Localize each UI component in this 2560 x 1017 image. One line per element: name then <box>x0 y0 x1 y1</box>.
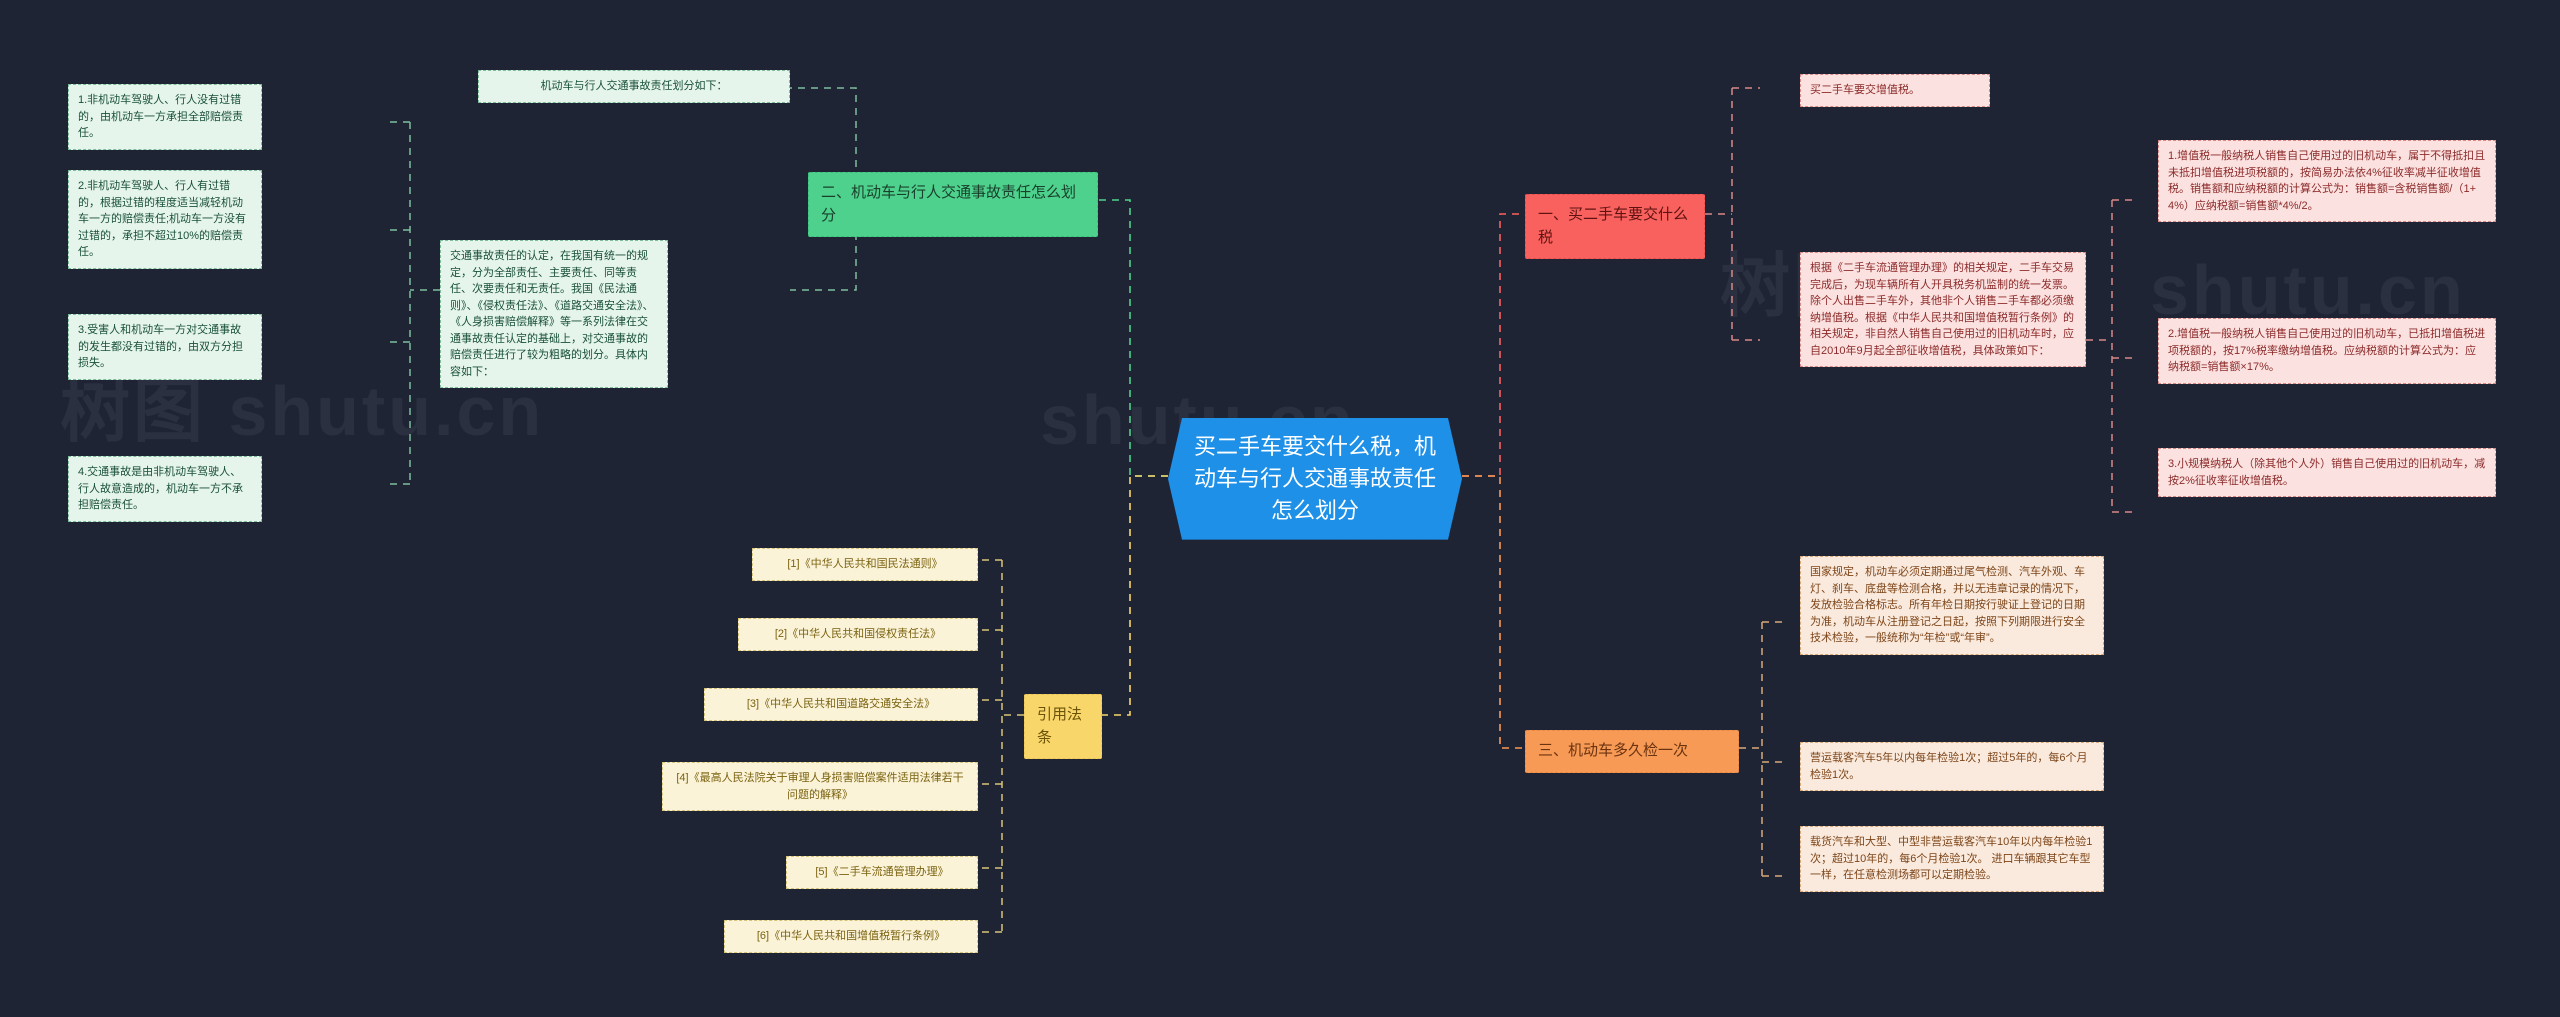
branch-header-citations[interactable]: 引用法条 <box>1024 694 1102 759</box>
traffic-liability-item[interactable]: 1.非机动车驾驶人、行人没有过错的，由机动车一方承担全部赔偿责任。 <box>68 84 262 150</box>
inspection-item[interactable]: 国家规定，机动车必须定期通过尾气检测、汽车外观、车灯、刹车、底盘等检测合格，并以… <box>1800 556 2104 655</box>
citation-item[interactable]: [1]《中华人民共和国民法通则》 <box>752 548 978 581</box>
traffic-liability-intro[interactable]: 机动车与行人交通事故责任划分如下： <box>478 70 790 103</box>
branch-header-traffic-liability[interactable]: 二、机动车与行人交通事故责任怎么划分 <box>808 172 1098 237</box>
citation-item[interactable]: [3]《中华人民共和国道路交通安全法》 <box>704 688 978 721</box>
inspection-item[interactable]: 载货汽车和大型、中型非营运载客汽车10年以内每年检验1次；超过10年的，每6个月… <box>1800 826 2104 892</box>
citation-item[interactable]: [4]《最高人民法院关于审理人身损害赔偿案件适用法律若干问题的解释》 <box>662 762 978 811</box>
used-car-tax-item[interactable]: 3.小规模纳税人（除其他个人外）销售自己使用过的旧机动车，减按2%征收率征收增值… <box>2158 448 2496 497</box>
citation-item[interactable]: [6]《中华人民共和国增值税暂行条例》 <box>724 920 978 953</box>
branch-header-used-car-tax[interactable]: 一、买二手车要交什么税 <box>1525 194 1705 259</box>
used-car-tax-item[interactable]: 1.增值税一般纳税人销售自己使用过的旧机动车，属于不得抵扣且未抵扣增值税进项税额… <box>2158 140 2496 222</box>
used-car-tax-overview[interactable]: 根据《二手车流通管理办理》的相关规定，二手车交易完成后，为现车辆所有人开具税务机… <box>1800 252 2086 367</box>
citation-item[interactable]: [2]《中华人民共和国侵权责任法》 <box>738 618 978 651</box>
inspection-item[interactable]: 营运载客汽车5年以内每年检验1次；超过5年的，每6个月检验1次。 <box>1800 742 2104 791</box>
traffic-liability-item[interactable]: 2.非机动车驾驶人、行人有过错的，根据过错的程度适当减轻机动车一方的赔偿责任;机… <box>68 170 262 269</box>
used-car-tax-intro[interactable]: 买二手车要交增值税。 <box>1800 74 1990 107</box>
branch-header-inspection[interactable]: 三、机动车多久检一次 <box>1525 730 1739 773</box>
citation-item[interactable]: [5]《二手车流通管理办理》 <box>786 856 978 889</box>
traffic-liability-item[interactable]: 4.交通事故是由非机动车驾驶人、行人故意造成的，机动车一方不承担赔偿责任。 <box>68 456 262 522</box>
root-node[interactable]: 买二手车要交什么税，机动车与行人交通事故责任怎么划分 <box>1168 418 1462 540</box>
used-car-tax-item[interactable]: 2.增值税一般纳税人销售自己使用过的旧机动车，已抵扣增值税进项税额的，按17%税… <box>2158 318 2496 384</box>
traffic-liability-overview[interactable]: 交通事故责任的认定，在我国有统一的规定，分为全部责任、主要责任、同等责任、次要责… <box>440 240 668 388</box>
traffic-liability-item[interactable]: 3.受害人和机动车一方对交通事故的发生都没有过错的，由双方分担损失。 <box>68 314 262 380</box>
